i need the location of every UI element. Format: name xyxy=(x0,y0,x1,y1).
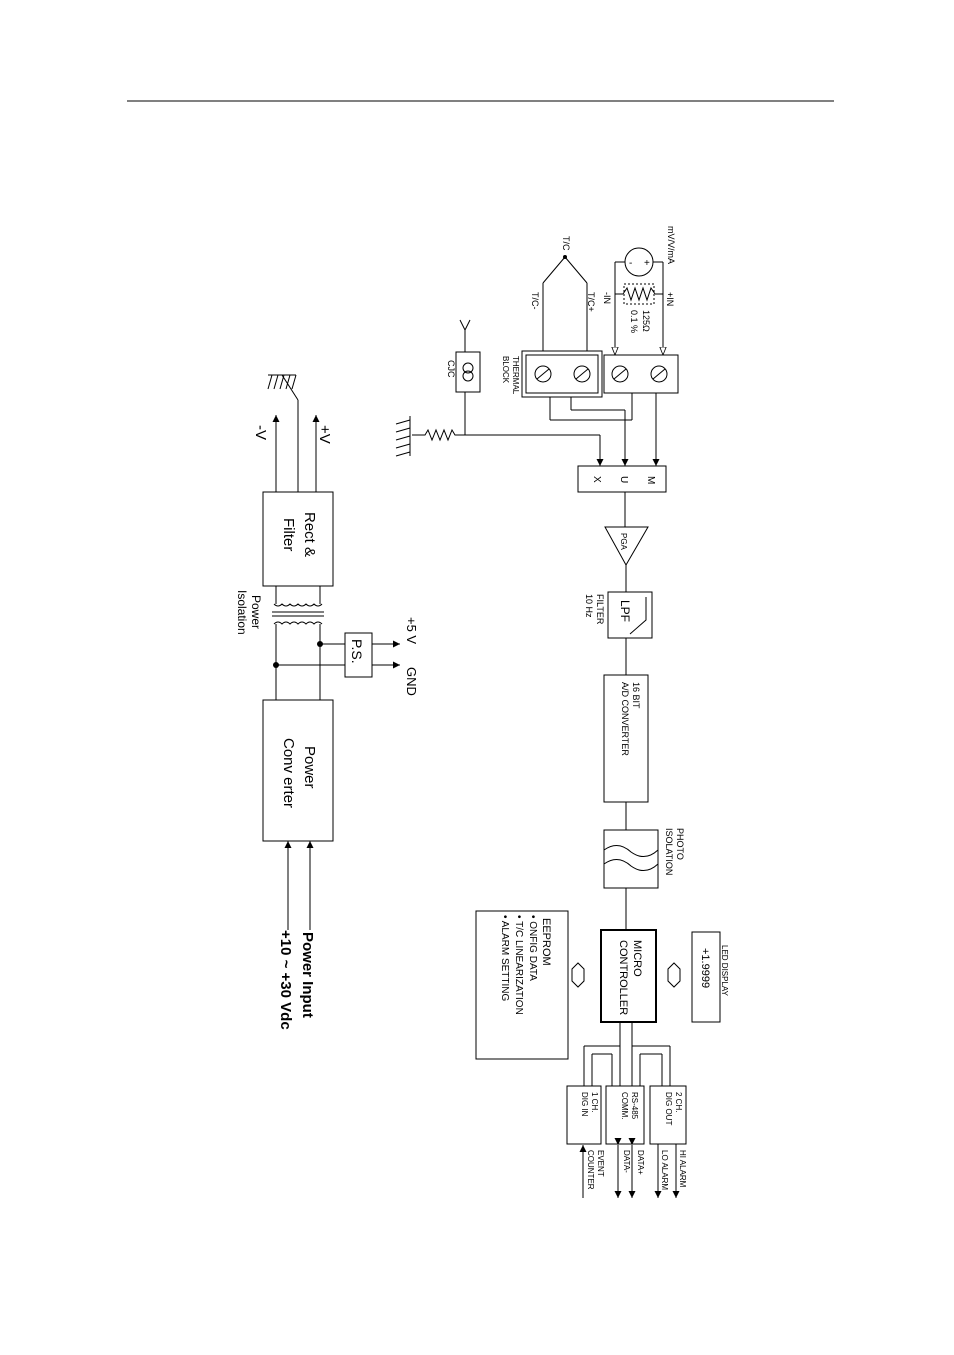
svg-text:-: - xyxy=(629,258,632,269)
filter-label-1: FILTER xyxy=(595,594,605,625)
power-isolation-label-1: Power xyxy=(249,595,263,629)
thermal-block-label-1: THERMAL xyxy=(511,356,520,395)
dig-in-label-2: DIG IN xyxy=(580,1092,589,1117)
led-bus-arrow xyxy=(667,962,681,988)
cjc-sensor-icon xyxy=(455,319,481,435)
eeprom-item-3: • ALARM SETTING xyxy=(499,915,510,1002)
thermocouple-symbol xyxy=(542,255,588,355)
adc-label-1: 16 BIT xyxy=(631,682,641,709)
data-plus-label: DATA+ xyxy=(636,1150,645,1175)
rs485-label-1: RS-485 xyxy=(630,1092,639,1120)
photo-label-2: ISOLATION xyxy=(664,828,674,875)
input-terminal-block xyxy=(603,354,679,394)
ps-label: P.S. xyxy=(349,639,365,664)
hi-alarm-label: HI ALARM xyxy=(678,1150,687,1188)
io-bus xyxy=(583,1022,671,1086)
tc-plus-label: T/C+ xyxy=(586,292,596,312)
power-converter-box xyxy=(262,699,334,842)
cjc-label: CJC xyxy=(446,360,456,378)
power-isolation-label-2: Isolation xyxy=(235,590,249,635)
micro-controller xyxy=(600,929,657,1023)
plus-5v-label: +5 V xyxy=(404,617,419,644)
eeprom-box xyxy=(475,910,569,1060)
ps-box xyxy=(344,632,373,678)
rect-filter-label-2: Filter xyxy=(280,518,297,551)
ground-resistor-icon xyxy=(395,416,465,457)
dig-in-box xyxy=(566,1085,602,1145)
minus-v-label: -V xyxy=(252,425,269,440)
tc-minus-label: T/C- xyxy=(530,292,540,310)
filter-label-2: 10 Hz xyxy=(584,594,594,618)
in-minus-label: -IN xyxy=(602,292,612,304)
eeprom-item-1: • ONFIG DATA xyxy=(527,915,538,981)
mv-v-ma-label: mV/V/mA xyxy=(666,226,676,264)
micro-label-2: CONTROLLER xyxy=(617,940,629,1015)
eeprom-item-2: • T/C LINEARIZATION xyxy=(513,915,524,1015)
lo-alarm-label: LO ALARM xyxy=(660,1150,669,1190)
dig-out-label-2: DIG OUT xyxy=(664,1092,673,1125)
svg-text:+: + xyxy=(644,258,650,269)
in-plus-label: +IN xyxy=(665,292,675,306)
tc-label: T/C xyxy=(561,236,571,251)
resistor-value: 125Ω xyxy=(641,310,651,332)
event-label-2: COUNTER xyxy=(586,1150,595,1190)
rect-filter-label-1: Rect & xyxy=(301,512,318,557)
multiplexer xyxy=(577,465,667,493)
mux-m-label: M xyxy=(645,476,656,484)
plus-v-label: +V xyxy=(316,425,333,444)
thermal-block-label-2: BLOCK xyxy=(501,356,510,384)
pga-label: PGA xyxy=(619,533,628,551)
mux-x-label: X xyxy=(591,476,602,483)
rs485-box xyxy=(605,1085,645,1145)
transformer-icon xyxy=(272,586,324,700)
power-input-label-2: +10 ~ +30 Vdc xyxy=(277,930,294,1030)
rs485-label-2: COMM. xyxy=(620,1092,629,1120)
tc-terminal-block xyxy=(521,350,603,398)
pga-triangle xyxy=(604,526,649,567)
eeprom-bus-arrow xyxy=(571,962,585,988)
lpf-label: LPF xyxy=(618,600,632,622)
led-display-label: LED DISPLAY xyxy=(720,945,729,997)
eeprom-title: EEPROM xyxy=(540,918,552,966)
led-display-box xyxy=(691,931,721,1023)
input-wiring xyxy=(465,393,660,466)
resistor-tolerance: 0.1 % xyxy=(629,310,639,333)
photo-isolation xyxy=(603,829,659,889)
lpf-filter xyxy=(607,591,653,639)
resistor-icon xyxy=(615,283,663,305)
photo-label-1: PHOTO xyxy=(675,828,685,860)
power-converter-label-2: Conv erter xyxy=(280,738,297,808)
data-minus-label: DATA- xyxy=(622,1150,631,1173)
adc-label-2: A/D CONVERTER xyxy=(620,682,630,756)
power-converter-label-1: Power xyxy=(301,746,318,789)
led-display-value: +1.9999 xyxy=(699,948,711,988)
micro-label-1: MICRO xyxy=(631,940,643,977)
mux-u-label: U xyxy=(618,476,629,483)
ps-wiring xyxy=(273,640,400,669)
dig-out-box xyxy=(649,1085,687,1145)
chassis-ground-icon xyxy=(267,374,299,492)
event-label-1: EVENT xyxy=(596,1150,605,1177)
power-input-label-1: Power Input xyxy=(299,932,316,1018)
rect-filter-box xyxy=(262,491,334,587)
gnd-label: GND xyxy=(404,667,419,696)
ad-converter xyxy=(603,674,649,803)
dig-out-label-1: 2 CH. xyxy=(674,1092,683,1112)
dig-in-label-1: 1 CH. xyxy=(590,1092,599,1112)
